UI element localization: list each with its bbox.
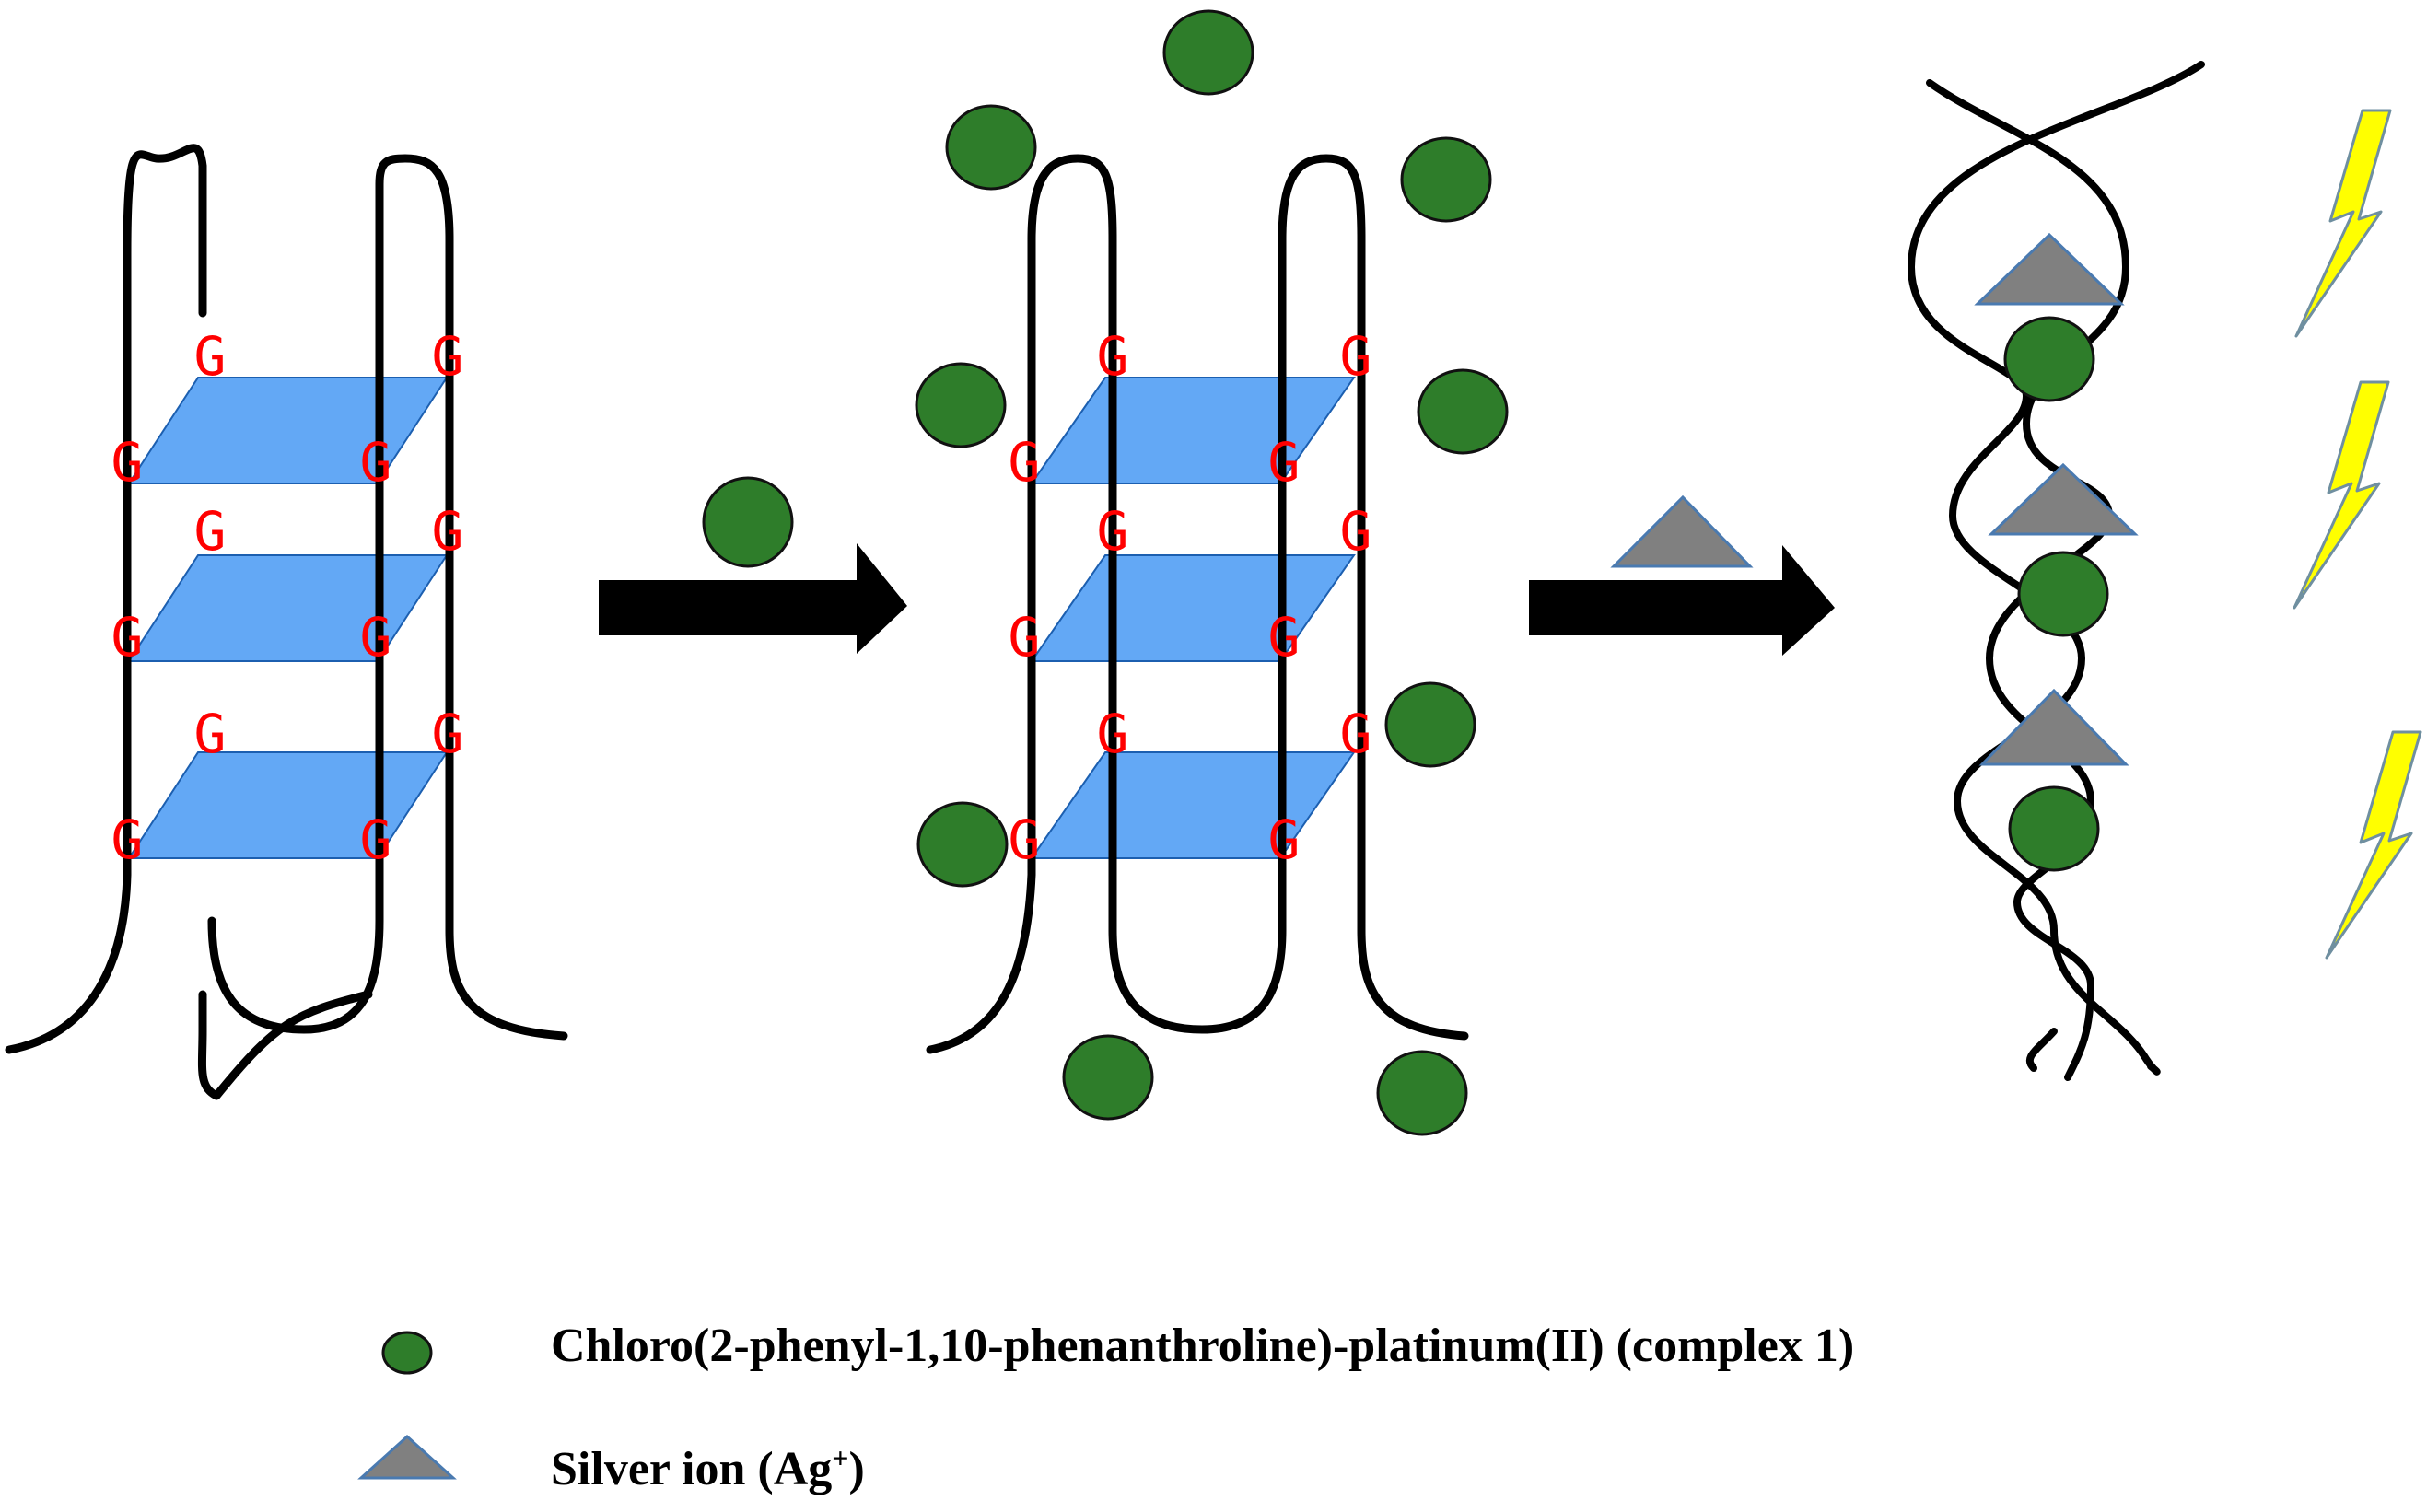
- guanine-letter: G: [1009, 606, 1041, 669]
- g-tetrad-group: [1030, 377, 1356, 859]
- dna-duplex-panel: [1907, 61, 2422, 1081]
- silver-triangle-icon: [357, 1434, 457, 1480]
- dna-strand: [5, 144, 568, 1100]
- guanine-letter: G: [360, 431, 392, 494]
- complex-circle-icon: [1384, 681, 1476, 768]
- process-arrow-icon: [599, 543, 907, 654]
- legend: Chloro(2-phenyl-1,10-phenanthroline)-pla…: [357, 1320, 1854, 1495]
- signal-bolts: [2293, 109, 2422, 960]
- guanine-letter: G: [111, 606, 144, 669]
- legend-silver-label: Silver ion (Ag+): [551, 1441, 865, 1495]
- complex-circle-icon: [1417, 368, 1509, 455]
- guanine-letter: G: [1009, 808, 1041, 871]
- guanine-letter: G: [194, 325, 227, 388]
- g-tetrad: [127, 377, 449, 484]
- guanine-letter: G: [1268, 808, 1301, 871]
- guanine-letter: G: [1097, 500, 1129, 563]
- guanine-letter: G: [432, 500, 464, 563]
- guanine-letter: G: [1268, 606, 1301, 669]
- complex-circle-icon: [702, 476, 794, 568]
- complex-circle-icon: [1400, 136, 1492, 223]
- guanine-letter: G: [432, 325, 464, 388]
- legend-complex-label: Chloro(2-phenyl-1,10-phenanthroline)-pla…: [551, 1320, 1854, 1372]
- guanine-letter: G: [1097, 325, 1129, 388]
- silver-triangle-icon: [1974, 232, 2125, 306]
- silver-triangle-icon: [1988, 462, 2139, 536]
- guanine-letter: G: [1097, 703, 1129, 765]
- g-tetrad: [1030, 377, 1356, 484]
- process-arrow-1: [599, 476, 907, 654]
- complex-circle-icon: [1062, 1034, 1154, 1121]
- complex-circles: [915, 9, 1509, 1136]
- complex-circle-icon: [945, 104, 1037, 191]
- complex-circle-icon: [2003, 316, 2095, 402]
- guanine-letter: G: [1268, 431, 1301, 494]
- lightning-bolt-icon: [2325, 730, 2422, 960]
- g-tetrad: [127, 751, 449, 859]
- g-tetrad: [1030, 554, 1356, 662]
- guanine-letter: G: [432, 703, 464, 765]
- lightning-bolt-icon: [2293, 380, 2390, 610]
- complex-circle-icon: [915, 362, 1007, 448]
- g-tetrad: [127, 554, 449, 662]
- guanine-letter: G: [1340, 500, 1372, 563]
- lightning-bolt-icon: [2294, 109, 2392, 338]
- complex-circle-icon: [916, 801, 1009, 888]
- dna-strand: [926, 154, 1469, 1054]
- guanine-letter: G: [360, 808, 392, 871]
- g-tetrad-group: [127, 377, 449, 859]
- complex-circle-icon: [2017, 551, 2109, 637]
- silver-triangle-icon: [1610, 494, 1754, 568]
- guanine-letter: G: [1340, 325, 1372, 388]
- guanine-letter: G: [111, 431, 144, 494]
- guanine-letter: G: [194, 500, 227, 563]
- guanine-letter: G: [111, 808, 144, 871]
- silver-triangle-icon: [1978, 688, 2129, 766]
- guanine-letter: G: [194, 703, 227, 765]
- complex-circle-icon: [381, 1331, 433, 1375]
- guanine-letter: G: [360, 606, 392, 669]
- complex-circle-icon: [1162, 9, 1254, 96]
- guanine-letter: G: [1340, 703, 1372, 765]
- process-arrow-2: [1529, 494, 1835, 656]
- complex-circle-icon: [2008, 785, 2100, 872]
- process-arrow-icon: [1529, 545, 1835, 656]
- guanine-letter: G: [1009, 431, 1041, 494]
- g-tetrad: [1030, 751, 1356, 859]
- duplex-binding-sites: [1974, 232, 2139, 872]
- complex-circle-icon: [1376, 1050, 1468, 1136]
